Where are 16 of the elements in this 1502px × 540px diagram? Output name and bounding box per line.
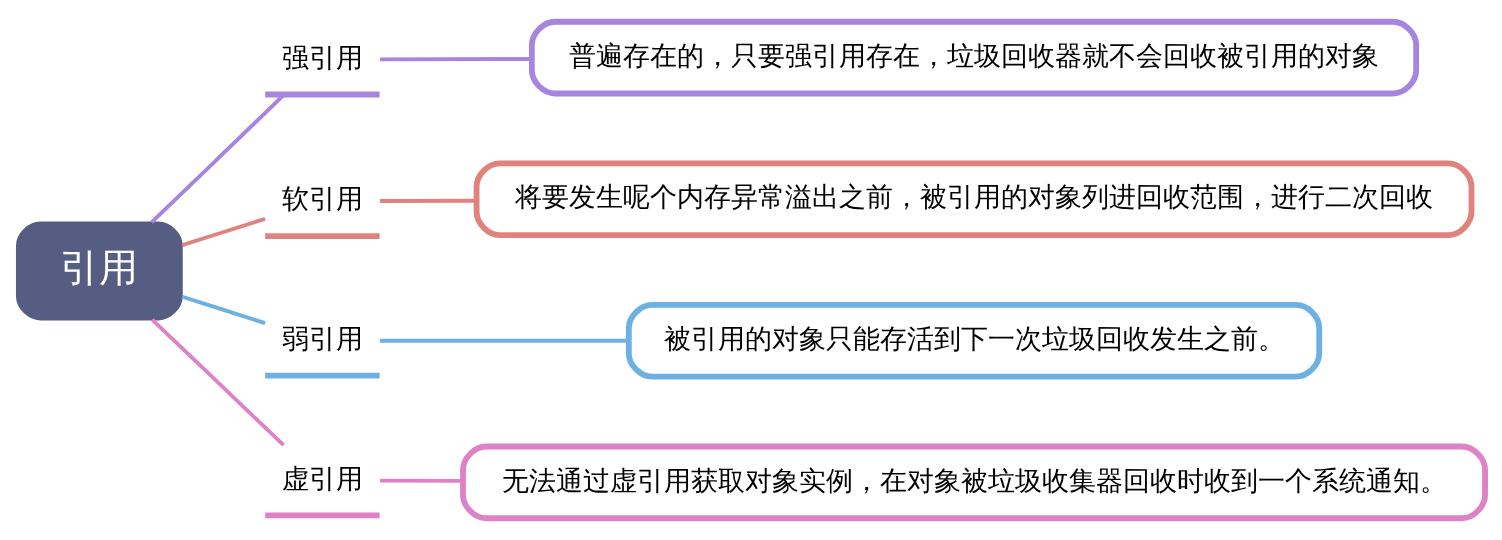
node-box: 引用 (15, 221, 183, 321)
node-text: 弱引用 (281, 322, 363, 354)
connector (181, 294, 266, 325)
node-box: 普遍存在的，只要强引用存在，垃圾回收器就不会回收被引用的对象 (528, 18, 1420, 97)
node-text: 虚引用 (281, 462, 363, 494)
node-text: 强引用 (281, 41, 363, 73)
connector (380, 198, 477, 203)
connector (380, 57, 532, 62)
node-box: 无法通过虚引用获取对象实例，在对象被垃圾收集器回收时收到一个系统通知。 (460, 443, 1488, 522)
node-text: 软引用 (281, 183, 363, 215)
node-box: 被引用的对象只能存活到下一次垃圾回收发生之前。 (625, 302, 1323, 380)
node-box: 将要发生呢个内存异常溢出之前，被引用的对象列进回收范围，进行二次回收 (473, 160, 1475, 238)
connector (380, 478, 463, 483)
connector (380, 338, 629, 343)
connector (181, 216, 266, 248)
connector (150, 318, 285, 447)
